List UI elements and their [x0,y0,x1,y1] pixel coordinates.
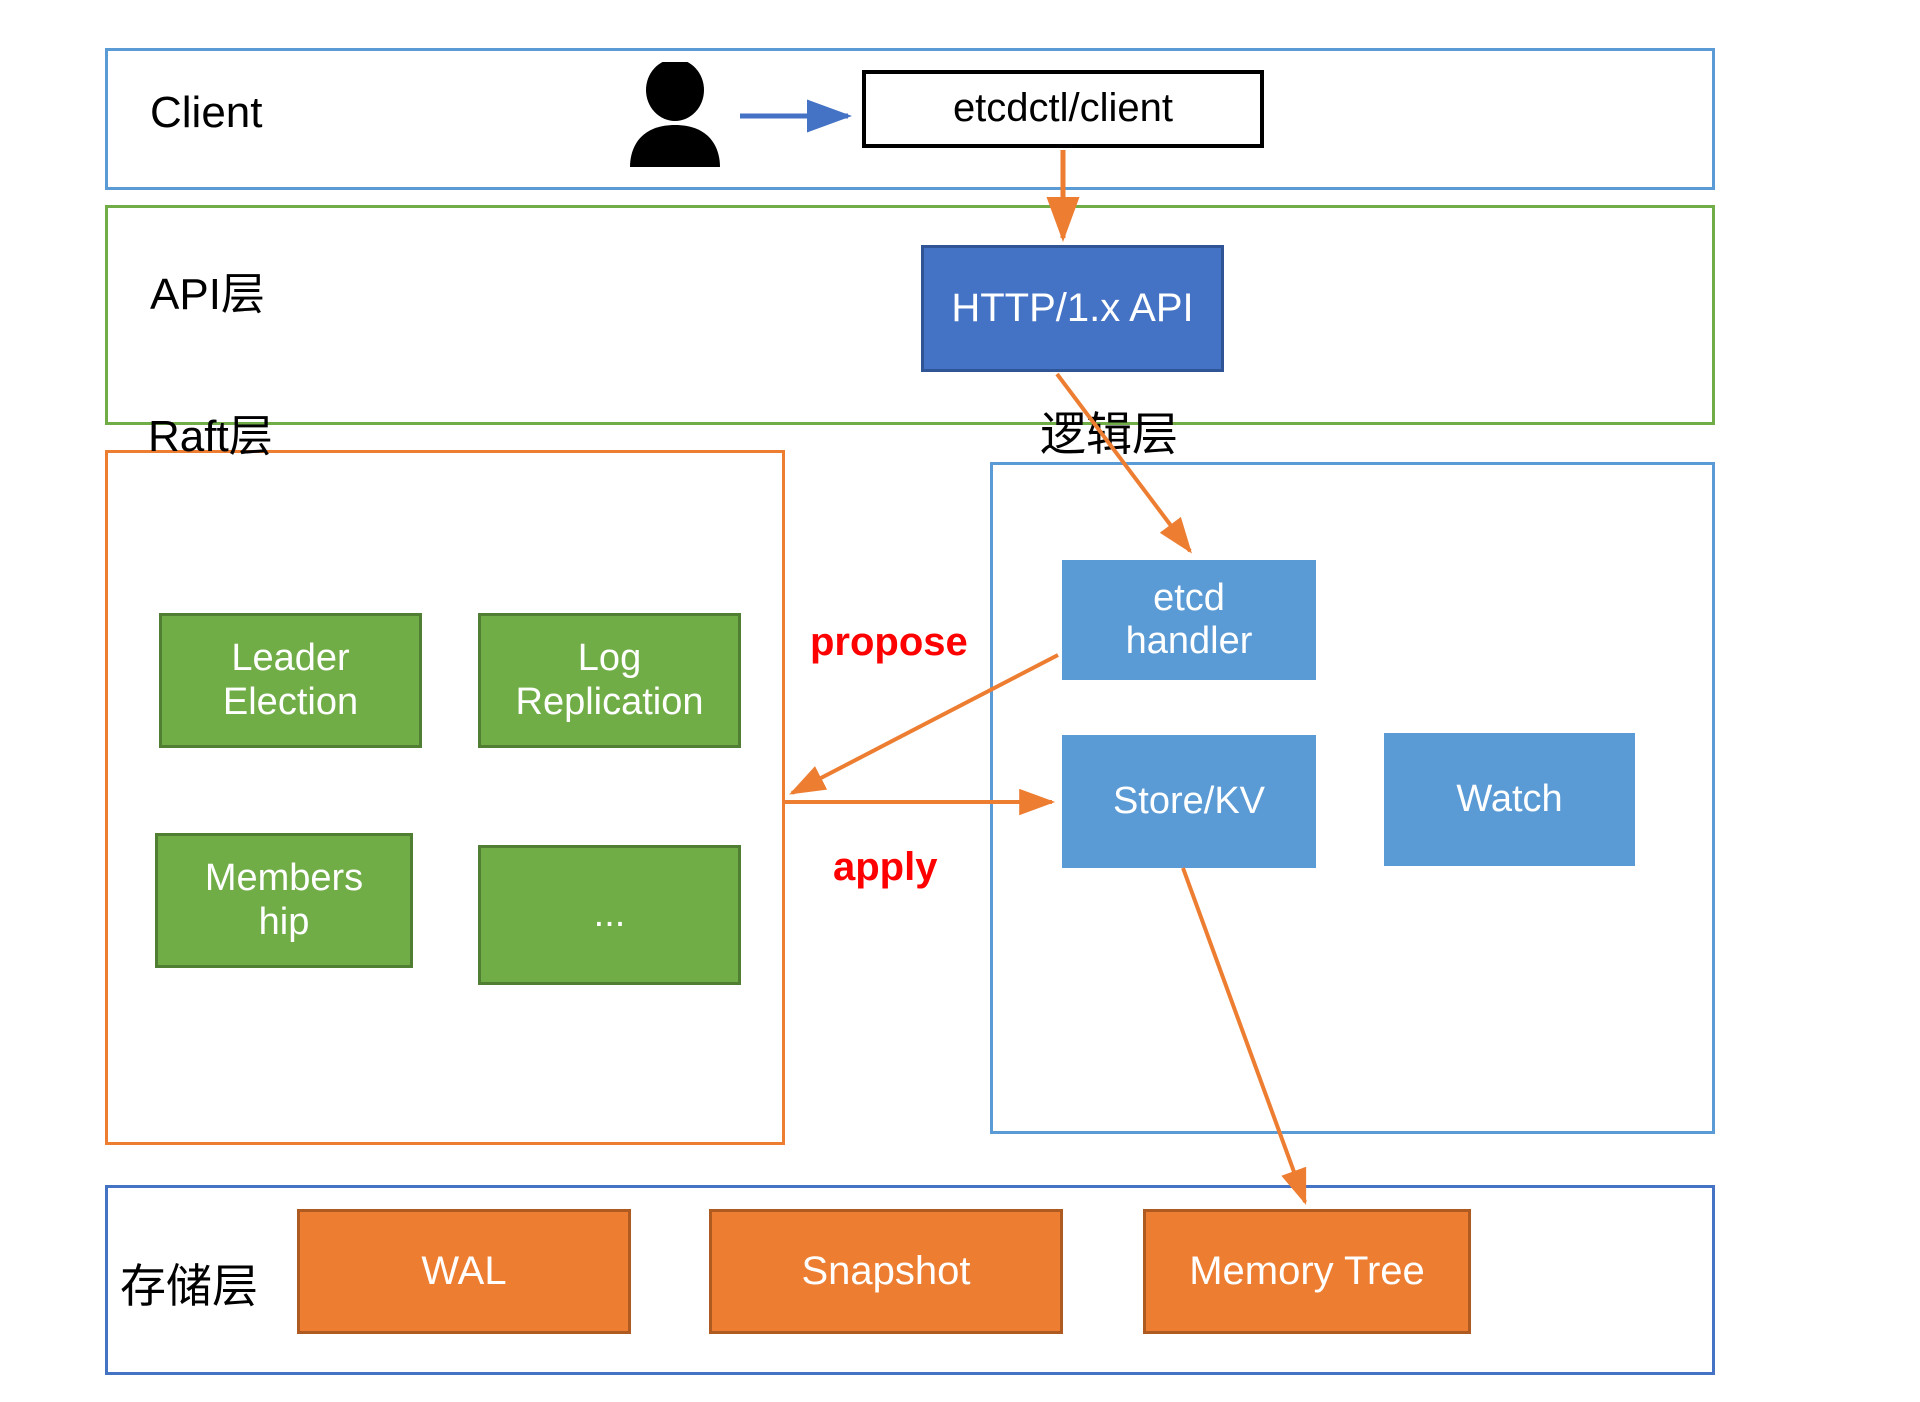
node-log-replication-label: Log Replication [515,637,704,723]
user-person-icon [630,62,720,167]
node-etcdctl-client[interactable]: etcdctl/client [862,70,1264,148]
node-etcd-handler-label: etcd handler [1125,576,1253,662]
node-etcdctl-client-label: etcdctl/client [952,86,1174,131]
edge-label-apply: apply [833,845,938,889]
layer-api [105,205,1715,425]
layer-label-storage: 存储层 [120,1260,258,1312]
layer-client [105,48,1715,190]
node-store-kv-label: Store/KV [1112,779,1266,822]
node-wal[interactable]: WAL [297,1209,631,1334]
layer-logic [990,462,1715,1134]
layer-label-api: API层 [150,270,265,319]
layer-label-logic: 逻辑层 [1040,408,1178,460]
layer-raft [105,450,785,1145]
node-log-replication[interactable]: Log Replication [478,613,741,748]
layer-label-client: Client [150,88,263,137]
arrow-http-api-to-etcd-handler [1055,372,1192,554]
node-watch[interactable]: Watch [1384,733,1635,866]
node-etcd-handler[interactable]: etcd handler [1062,560,1316,680]
arrow-propose-handler-to-raft [789,653,1059,795]
node-snapshot[interactable]: Snapshot [709,1209,1063,1334]
node-memory-tree-label: Memory Tree [1189,1248,1425,1293]
node-membership-label: Members hip [204,857,364,943]
node-raft-more-label: ... [593,893,626,936]
node-http-api[interactable]: HTTP/1.x API [921,245,1224,372]
node-leader-election[interactable]: Leader Election [159,613,422,748]
node-http-api-label: HTTP/1.x API [951,285,1194,330]
node-leader-election-label: Leader Election [222,637,359,723]
node-raft-more[interactable]: ... [478,845,741,985]
node-snapshot-label: Snapshot [801,1248,971,1293]
edge-label-propose: propose [810,620,968,664]
node-memory-tree[interactable]: Memory Tree [1143,1209,1471,1334]
layer-label-raft: Raft层 [148,412,273,461]
node-membership[interactable]: Members hip [155,833,413,968]
node-watch-label: Watch [1456,777,1563,820]
node-store-kv[interactable]: Store/KV [1062,735,1316,868]
layer-storage [105,1185,1715,1375]
arrow-store-to-memory-tree [1181,867,1307,1206]
node-wal-label: WAL [421,1248,507,1293]
